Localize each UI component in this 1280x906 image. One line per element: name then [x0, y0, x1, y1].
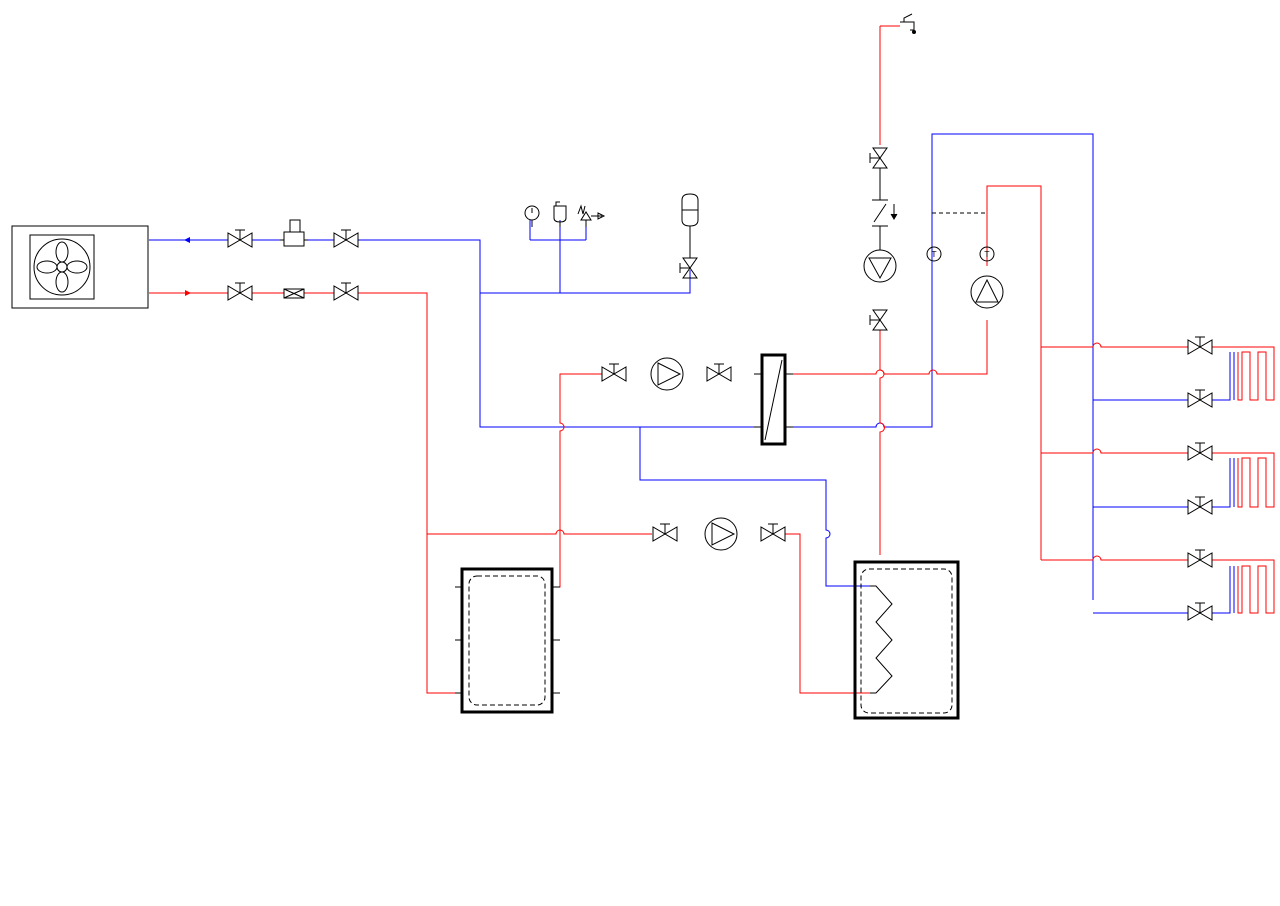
tap-icon	[900, 13, 916, 34]
ball-valve-icon	[869, 147, 888, 169]
air-vent-icon	[553, 201, 567, 227]
flow-meter-icon	[283, 288, 305, 299]
heat-pump-unit	[11, 225, 191, 309]
plate-heat-exchanger-icon	[754, 353, 793, 446]
ball-valve-icon	[333, 229, 359, 248]
circulation-pump-icon	[650, 357, 684, 391]
ball-valve-icon	[869, 309, 888, 331]
ball-valve-icon	[1187, 496, 1213, 515]
ball-valve-icon	[333, 282, 359, 301]
pressure-gauge-icon	[524, 205, 540, 227]
fan-icon	[33, 238, 91, 296]
expansion-vessel-icon	[681, 193, 699, 258]
flow-direction-arrow	[185, 290, 191, 296]
thermometer-label: T	[984, 250, 990, 259]
check-valve-icon	[872, 168, 898, 250]
ball-valve-icon	[1187, 549, 1213, 568]
safety-group	[524, 201, 606, 227]
ball-valve-icon	[1187, 602, 1213, 621]
thermometer-icon: T	[979, 246, 995, 262]
ball-valve-icon	[679, 257, 698, 279]
underfloor-loop-icon	[1212, 346, 1275, 614]
safety-valve-icon	[577, 204, 606, 227]
dirt-separator-icon	[280, 219, 308, 247]
flow-direction-arrow	[184, 237, 190, 243]
ball-valve-icon	[1187, 336, 1213, 355]
ball-valve-icon	[227, 282, 253, 301]
valves	[227, 147, 1213, 621]
ball-valve-icon	[227, 229, 253, 248]
buffer-tank-icon	[455, 567, 560, 714]
thermometer-icon: T	[926, 246, 942, 262]
circulation-pump-icon	[704, 517, 738, 551]
ball-valve-icon	[760, 523, 786, 542]
ball-valve-icon	[652, 523, 678, 542]
ball-valve-icon	[706, 363, 732, 382]
coil-tank-icon	[853, 560, 960, 720]
ball-valve-icon	[1187, 389, 1213, 408]
circulation-pump-icon	[970, 275, 1004, 309]
thermometer-label: T	[931, 250, 937, 259]
ball-valve-icon	[601, 363, 627, 382]
ball-valve-icon	[1187, 442, 1213, 461]
return-pipes	[149, 133, 1231, 614]
circulation-pump-icon	[863, 249, 897, 283]
supply-pipes	[149, 25, 1188, 694]
